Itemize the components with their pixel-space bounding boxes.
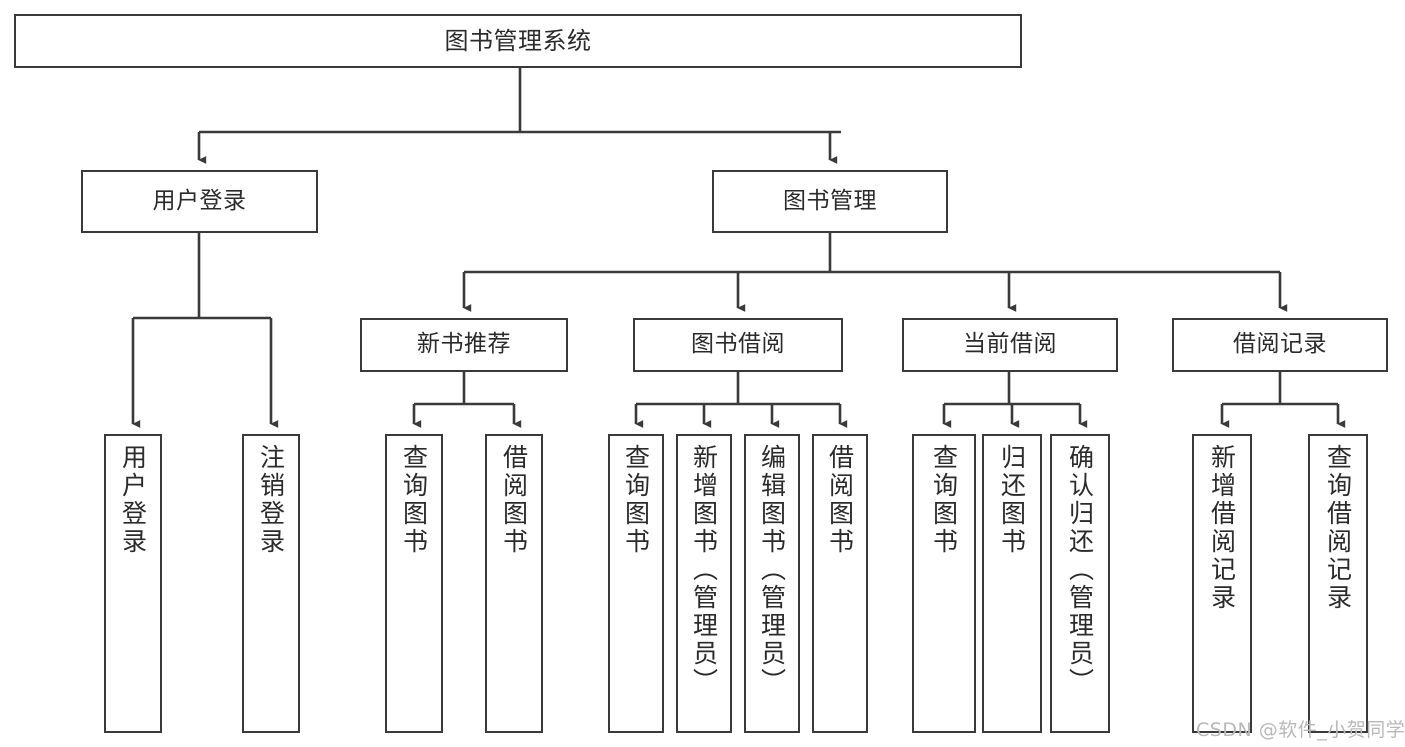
leaf-query-borrow-record[interactable]: 查询借阅记录	[1308, 434, 1368, 733]
node-label: 图书管理系统	[444, 26, 592, 55]
node-label: 当前借阅	[963, 331, 1057, 358]
leaf-edit-book-admin[interactable]: 编辑图书（管理员）	[744, 434, 800, 733]
node-current-borrow[interactable]: 当前借阅	[902, 318, 1118, 372]
leaf-user-login[interactable]: 用户登录	[104, 434, 162, 733]
node-label: 用户登录	[152, 187, 247, 214]
node-label: 确认归还（管理员）	[1065, 444, 1095, 696]
node-label: 新书推荐	[417, 331, 511, 358]
node-label: 查询图书	[929, 444, 959, 556]
node-label: 归还图书	[997, 444, 1027, 556]
leaf-return-book[interactable]: 归还图书	[982, 434, 1042, 733]
leaf-query-book-recommend[interactable]: 查询图书	[385, 434, 443, 733]
node-book-management[interactable]: 图书管理	[712, 170, 948, 233]
node-label: 查询图书	[399, 444, 429, 556]
node-label: 新增借阅记录	[1207, 444, 1237, 612]
leaf-borrow-book-recommend[interactable]: 借阅图书	[485, 434, 543, 733]
leaf-user-logout[interactable]: 注销登录	[242, 434, 300, 733]
node-label: 查询图书	[621, 444, 651, 556]
node-label: 借阅图书	[825, 444, 855, 556]
leaf-borrow-book[interactable]: 借阅图书	[812, 434, 868, 733]
node-root-book-management-system[interactable]: 图书管理系统	[14, 14, 1022, 68]
node-new-book-recommend[interactable]: 新书推荐	[360, 318, 568, 372]
leaf-query-book-borrow[interactable]: 查询图书	[608, 434, 664, 733]
node-label: 注销登录	[256, 444, 286, 556]
csdn-watermark: CSDN @软件_小贺同学	[1196, 719, 1405, 741]
node-label: 借阅记录	[1233, 331, 1327, 358]
node-user-login[interactable]: 用户登录	[81, 170, 318, 233]
node-label: 用户登录	[118, 444, 148, 556]
node-book-borrow[interactable]: 图书借阅	[633, 318, 843, 372]
node-label: 图书借阅	[691, 331, 785, 358]
node-label: 编辑图书（管理员）	[757, 444, 787, 696]
leaf-add-borrow-record[interactable]: 新增借阅记录	[1192, 434, 1252, 733]
leaf-confirm-return-admin[interactable]: 确认归还（管理员）	[1050, 434, 1110, 733]
leaf-add-book-admin[interactable]: 新增图书（管理员）	[676, 434, 732, 733]
node-label: 新增图书（管理员）	[689, 444, 719, 696]
node-borrow-record[interactable]: 借阅记录	[1172, 318, 1388, 372]
leaf-query-book-current[interactable]: 查询图书	[912, 434, 976, 733]
node-label: 查询借阅记录	[1323, 444, 1353, 612]
node-label: 图书管理	[783, 187, 877, 214]
node-label: 借阅图书	[499, 444, 529, 556]
